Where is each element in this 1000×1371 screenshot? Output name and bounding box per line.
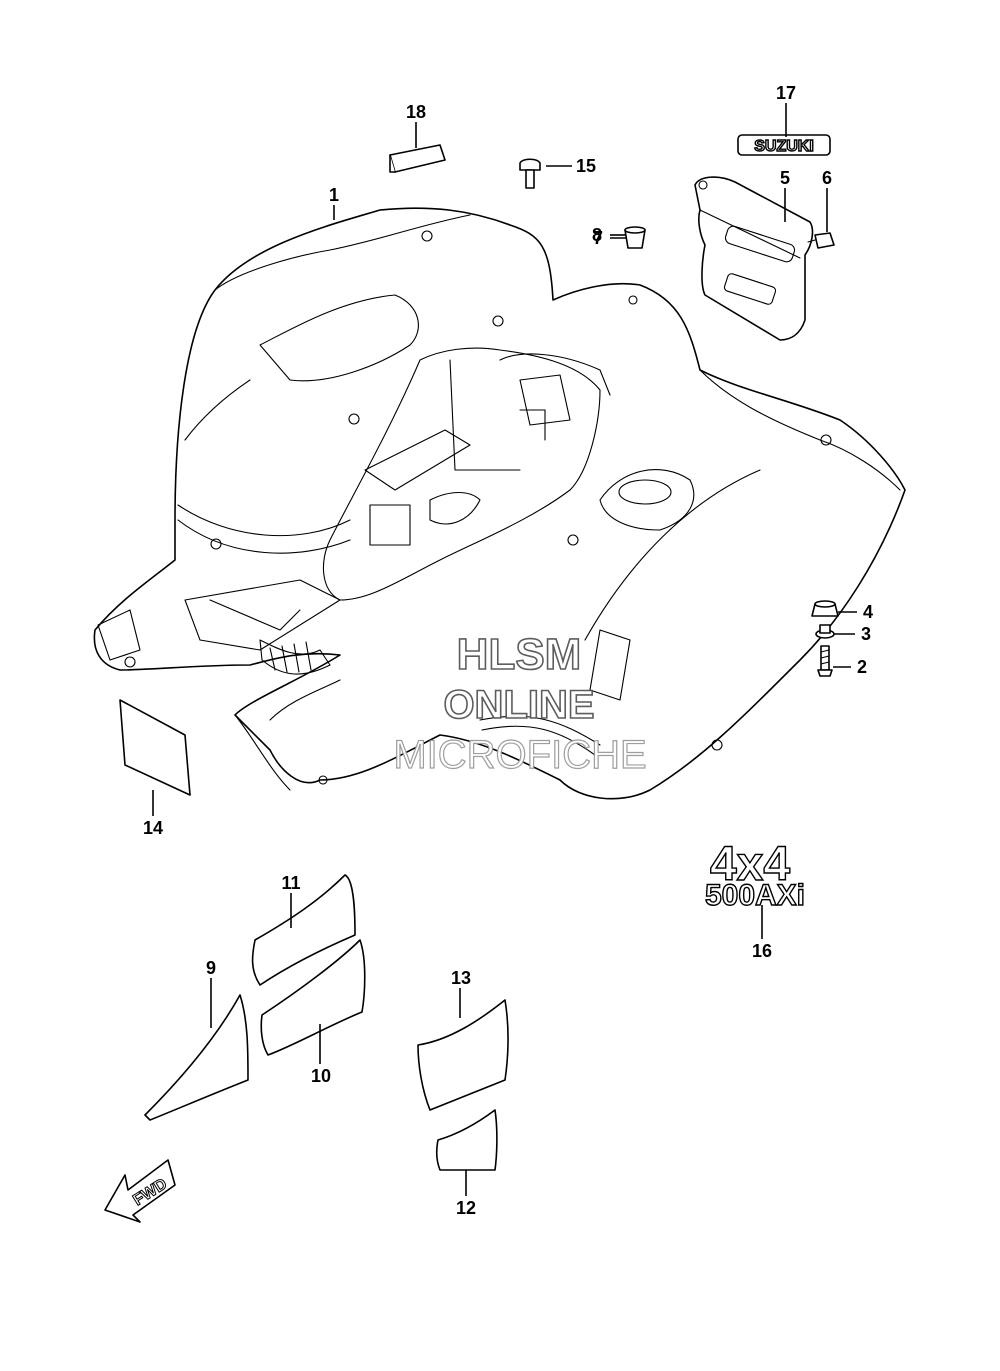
callout-3: 3 (861, 624, 871, 644)
nut-8[interactable] (624, 226, 646, 249)
watermark-line3: MICROFICHE (393, 733, 646, 777)
decal-9[interactable] (144, 994, 249, 1121)
callout-10: 10 (311, 1066, 331, 1086)
decal-13[interactable] (417, 999, 509, 1111)
suzuki-emblem-text: SUZUKI (754, 138, 814, 155)
callout-5: 5 (780, 168, 790, 188)
callout-16: 16 (752, 941, 772, 961)
callout-12: 12 (456, 1198, 476, 1218)
callout-7: 7 (593, 228, 603, 248)
rear-fender[interactable] (93, 207, 906, 800)
callout-6: 6 (822, 168, 832, 188)
decal-14[interactable] (119, 699, 191, 796)
4x4-emblem-line2: 500AXi (705, 879, 805, 912)
callout-15: 15 (576, 156, 596, 176)
callout-17: 17 (776, 83, 796, 103)
bolt-15[interactable] (519, 158, 541, 189)
callout-4: 4 (863, 602, 873, 622)
suzuki-emblem[interactable]: SUZUKI (737, 134, 831, 156)
fwd-arrow: FWD (104, 1159, 176, 1223)
callout-11: 11 (281, 873, 300, 893)
callout-8: 8 (592, 225, 602, 245)
grommet-4[interactable] (811, 600, 839, 617)
decal-11[interactable] (251, 874, 356, 986)
decal-10[interactable] (260, 939, 366, 1056)
pad-18[interactable] (389, 144, 446, 173)
watermark-line2: ONLINE (443, 683, 594, 727)
bolt-2[interactable] (817, 645, 833, 677)
callout-18: 18 (406, 102, 426, 122)
leader-lines (152, 103, 857, 1196)
watermark: HLSM ONLINE MICROFICHE (393, 629, 648, 777)
callout-2: 2 (857, 657, 867, 677)
callout-13: 13 (451, 968, 471, 988)
watermark-line1: HLSM (457, 630, 582, 679)
rear-bracket[interactable] (694, 176, 814, 341)
callout-14: 14 (143, 818, 163, 838)
callout-1: 1 (329, 185, 339, 205)
4x4-emblem-line1: 4x4 (710, 838, 790, 891)
4x4-emblem[interactable]: 4x4 500AXi (704, 837, 805, 912)
callout-numbers: 1 2 3 4 5 6 7 8 9 10 11 12 13 14 15 16 1… (143, 83, 873, 1218)
clip-6[interactable] (807, 232, 835, 249)
decal-12[interactable] (435, 1109, 498, 1171)
callout-9: 9 (206, 958, 216, 978)
